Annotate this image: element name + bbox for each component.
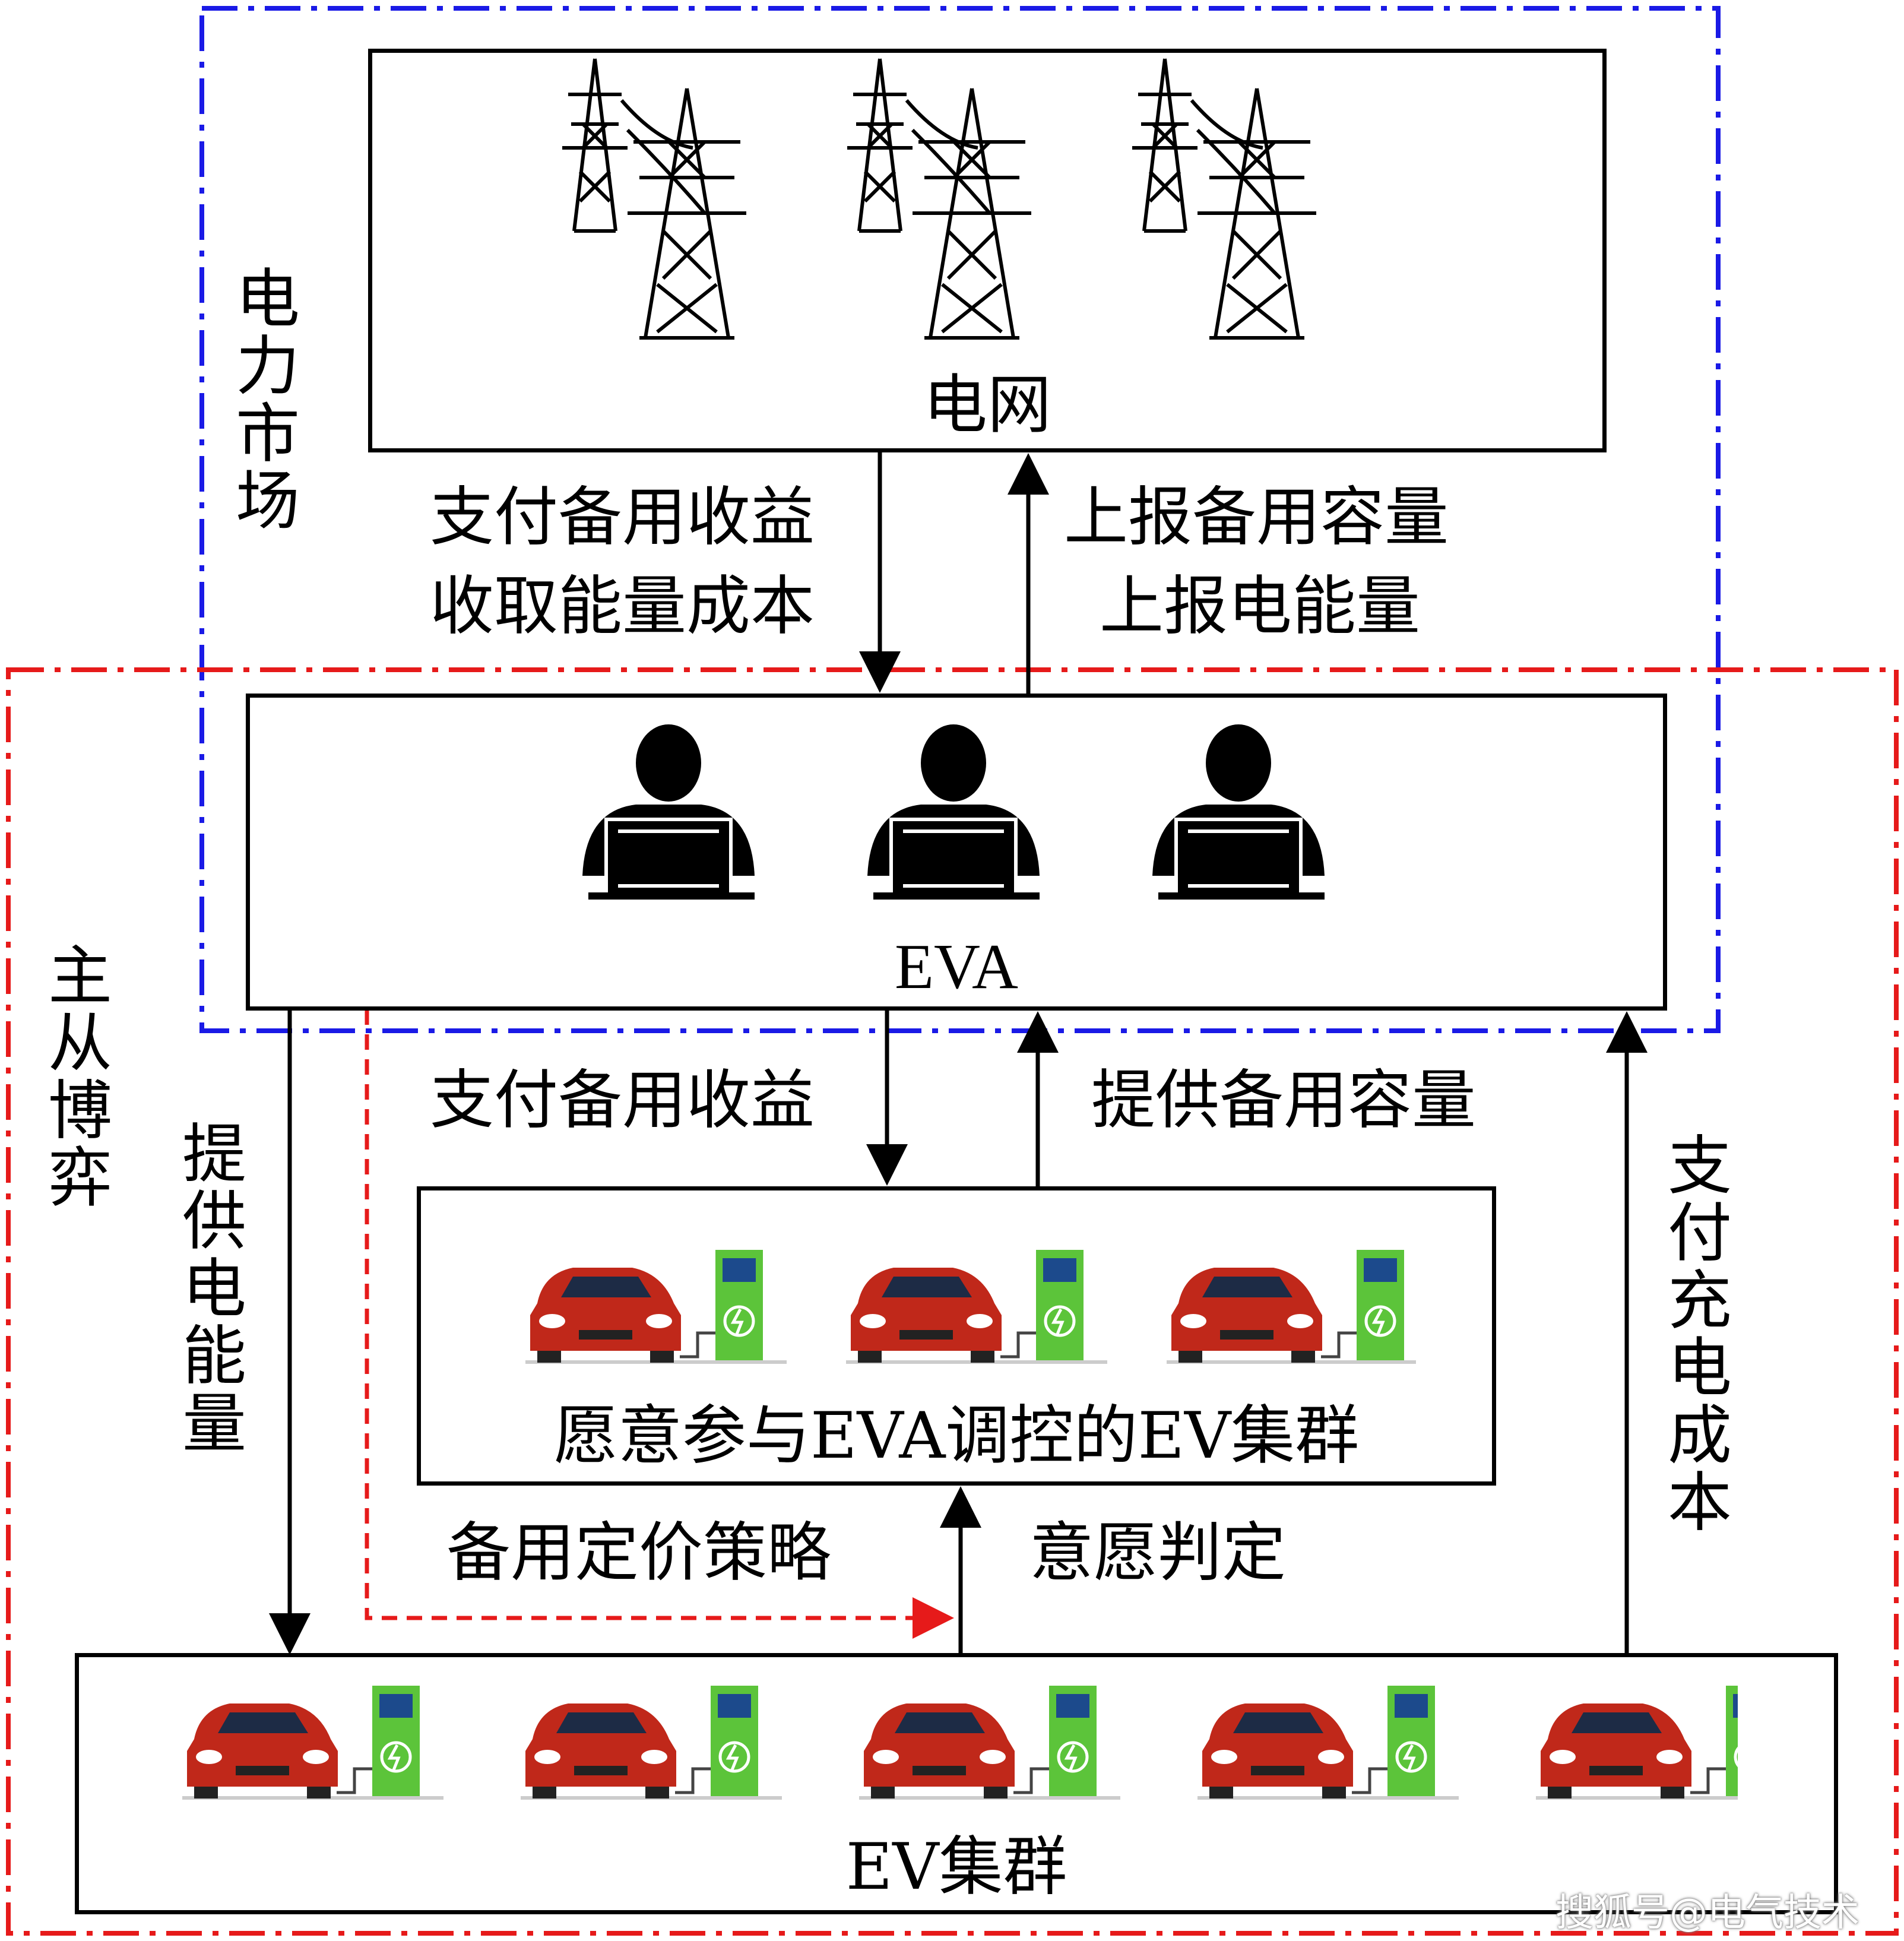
tower-group [562,53,1352,340]
eva-title: EVA [894,932,1019,1002]
pricing-strategy-label: 备用定价策略 [446,1516,832,1590]
willing-to-eva-label: 提供备用容量 [1091,1063,1477,1138]
operator-at-laptop-icon [565,721,1396,900]
ev-to-eva-label: 支付充电成本 [1667,1129,1732,1540]
ev-charging-icon [525,1250,1416,1369]
ev-cluster-title: EV集群 [845,1830,1067,1904]
grid-to-eva-label-1: 支付备用收益 [430,480,815,555]
grid-title: 电网 [923,368,1051,442]
market-region-label: 电力市场 [235,262,300,539]
market-region-border [199,6,1721,1033]
game-region-border [6,667,1899,1936]
watermark: 搜狐号@电气技术 [1555,1891,1859,1935]
eva-node: EVA [246,694,1667,1011]
operators-group [582,721,1396,900]
grid-node: 电网 [368,49,1607,452]
arrow-pricing-strategy [365,1009,954,1639]
willing-cluster-node: 愿意参与EVA调控的EV集群 [417,1186,1496,1486]
grid-to-eva-label-2: 收取能量成本 [430,569,815,644]
ev-cluster-node: EV集群 [75,1653,1838,1914]
willing-cars-group [525,1250,1416,1369]
eva-to-willing-label: 支付备用收益 [430,1063,815,1138]
ev-charging-icon [182,1686,1738,1804]
willingness-check-label: 意愿判定 [1029,1516,1287,1590]
eva-to-grid-label-2: 上报电能量 [1100,569,1421,644]
eva-to-ev-label: 提供电能量 [182,1117,246,1461]
eva-to-grid-label-1: 上报备用容量 [1064,480,1449,555]
transmission-tower-icon [550,53,1352,362]
ev-cars-group [182,1686,1738,1804]
game-region-label: 主从博弈 [47,939,112,1216]
willing-cluster-title: 愿意参与EVA调控的EV集群 [553,1399,1360,1473]
